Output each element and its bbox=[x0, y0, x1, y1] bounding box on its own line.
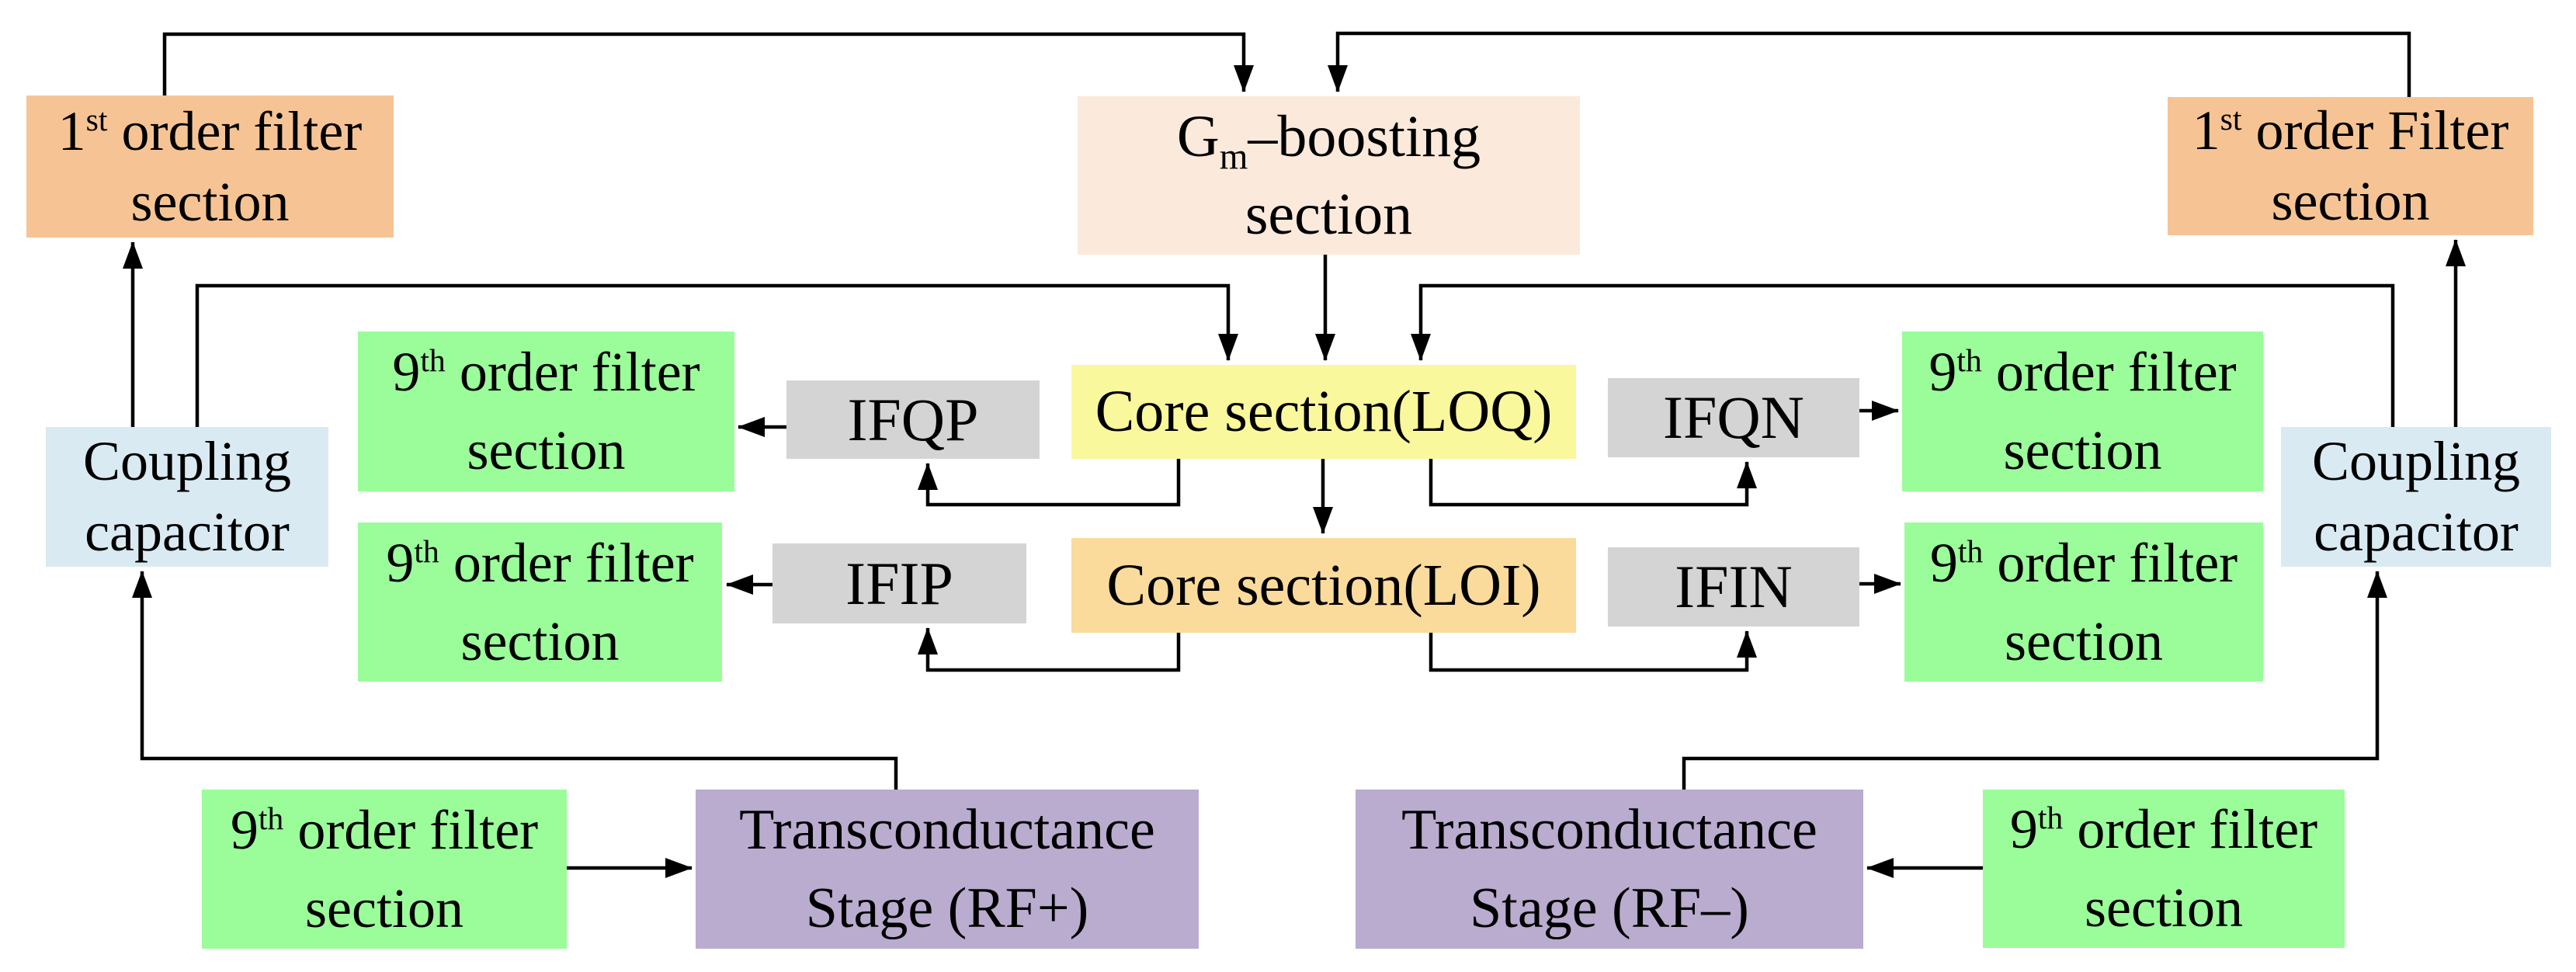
box-label-line2: section bbox=[305, 877, 463, 939]
box-label: IFQP bbox=[847, 385, 979, 453]
box-label-line2: section bbox=[1245, 182, 1413, 247]
box-label-line1: Gm–boosting bbox=[1176, 103, 1481, 177]
box-label-line2: capacitor bbox=[2314, 501, 2519, 563]
box-transconductance-stage-rf-plus: Transconductance Stage (RF+) bbox=[696, 790, 1199, 949]
box-label: Core section(LOI) bbox=[1106, 552, 1541, 618]
box-label-line1: Transconductance bbox=[1401, 797, 1817, 862]
box-label-line1: 1st order Filter bbox=[2192, 99, 2509, 162]
connector-core-loi-to-ifip bbox=[918, 627, 1181, 672]
box-coupling-capacitor-left: Coupling capacitor bbox=[46, 427, 328, 567]
box-label: Core section(LOQ) bbox=[1095, 379, 1553, 444]
box-9th-order-filter-mid-right-top: 9th order filter section bbox=[1902, 332, 2263, 491]
box-ifqn: IFQN bbox=[1608, 378, 1859, 457]
box-label-line1: Transconductance bbox=[739, 797, 1155, 862]
box-label-line1: 9th order filter bbox=[1929, 531, 2238, 594]
connector-core-loq-to-ifqn bbox=[1429, 459, 1757, 507]
connector-core-loi-to-ifin bbox=[1429, 630, 1757, 672]
box-label-line1: 1st order filter bbox=[57, 99, 363, 162]
box-label-line1: Coupling bbox=[82, 430, 292, 493]
box-ifqp: IFQP bbox=[786, 380, 1040, 459]
box-9th-order-filter-bottom-right: 9th order filter section bbox=[1983, 790, 2345, 948]
box-label: IFIP bbox=[845, 549, 953, 617]
box-label-line2: section bbox=[467, 419, 626, 481]
box-label: IFIN bbox=[1675, 553, 1793, 620]
box-label-line1: 9th order filter bbox=[230, 798, 539, 861]
box-label-line2: section bbox=[460, 609, 620, 672]
box-ifin: IFIN bbox=[1608, 547, 1859, 627]
box-core-section-loq: Core section(LOQ) bbox=[1071, 365, 1576, 459]
box-label-line1: 9th order filter bbox=[392, 341, 700, 404]
box-1st-order-filter-left: 1st order filter section bbox=[26, 95, 394, 238]
box-core-section-loi: Core section(LOI) bbox=[1071, 538, 1576, 633]
box-ifip: IFIP bbox=[772, 543, 1026, 623]
box-label-line2: Stage (RF+) bbox=[805, 876, 1089, 940]
box-label-line2: section bbox=[2003, 419, 2162, 481]
connector-filter-left-to-gm bbox=[162, 32, 1254, 95]
box-label-line1: Coupling bbox=[2311, 430, 2521, 493]
box-label-line2: capacitor bbox=[85, 501, 290, 563]
box-gm-boosting-section: Gm–boosting section bbox=[1078, 96, 1580, 255]
box-label-line2: section bbox=[2005, 609, 2163, 672]
box-label: IFQN bbox=[1662, 384, 1804, 451]
box-label-line2: section bbox=[130, 170, 290, 233]
box-label-line1: 9th order filter bbox=[1929, 341, 2237, 404]
connector-filter-right-to-gm bbox=[1328, 31, 2411, 97]
box-label-line2: Stage (RF–) bbox=[1470, 876, 1749, 940]
box-9th-order-filter-mid-right-bottom: 9th order filter section bbox=[1904, 522, 2263, 682]
box-9th-order-filter-mid-left-bottom: 9th order filter section bbox=[358, 522, 722, 682]
box-1st-order-filter-right: 1st order Filter section bbox=[2168, 97, 2533, 235]
box-label-line2: section bbox=[2271, 170, 2430, 232]
box-9th-order-filter-mid-left-top: 9th order filter section bbox=[358, 332, 734, 491]
connector-core-loq-to-ifqp bbox=[918, 459, 1181, 507]
box-transconductance-stage-rf-minus: Transconductance Stage (RF–) bbox=[1356, 790, 1863, 949]
box-coupling-capacitor-right: Coupling capacitor bbox=[2281, 427, 2551, 567]
box-9th-order-filter-bottom-left: 9th order filter section bbox=[202, 790, 567, 949]
box-label-line2: section bbox=[2085, 877, 2243, 939]
box-label-line1: 9th order filter bbox=[2009, 798, 2318, 861]
box-label-line1: 9th order filter bbox=[386, 531, 694, 594]
